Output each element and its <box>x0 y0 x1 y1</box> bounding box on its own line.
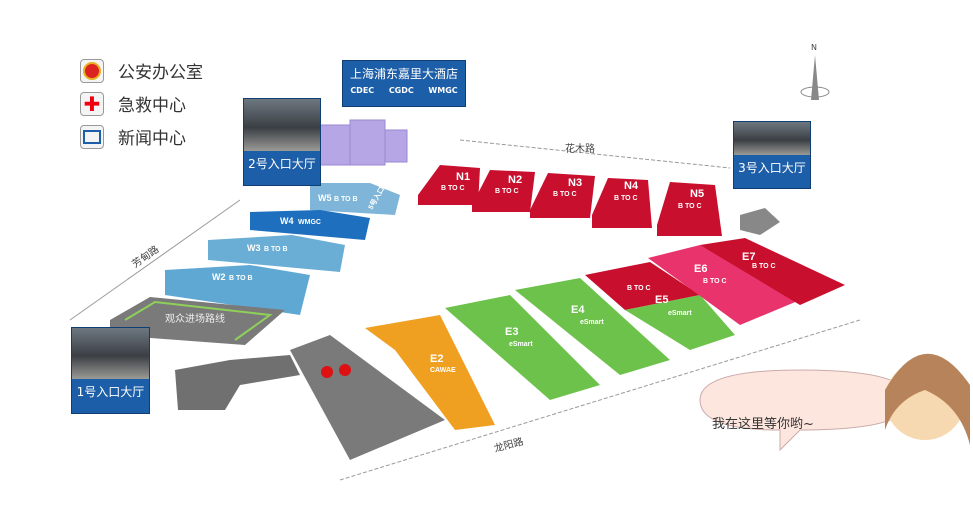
logo-cdec: CDEC <box>350 86 375 95</box>
hall-label: W3 <box>247 243 261 253</box>
compass-ring-icon <box>800 86 830 98</box>
entrance-1-callout: 1号入口大厅 <box>71 327 150 414</box>
road-line-west <box>69 199 241 321</box>
mascot-bubble-text: 我在这里等你哟~ <box>712 416 814 432</box>
hall-sub: B TO B <box>264 246 288 253</box>
mascot-hair <box>885 353 970 445</box>
hall-sub: CAWAE <box>430 367 456 374</box>
entrance-3-building <box>740 208 780 235</box>
monitor-icon <box>80 124 104 149</box>
entrance-photo <box>72 328 149 379</box>
road-label-south: 龙阳路 <box>492 435 524 455</box>
hall-e4 <box>515 278 670 375</box>
hall-sub: B TO C <box>614 195 638 202</box>
hall-e6 <box>648 245 800 325</box>
hall-w3 <box>208 235 345 272</box>
hall-e7 <box>700 238 845 305</box>
hall-w5 <box>310 183 400 215</box>
hotel-name: 上海浦东嘉里大酒店 <box>349 67 458 81</box>
hall-label: W5 <box>318 193 332 203</box>
hall-label: E7 <box>742 251 755 263</box>
road-line-south <box>339 319 861 481</box>
legend-label: 公安办公室 <box>118 63 203 83</box>
hall-label: E6 <box>694 263 707 275</box>
visitor-route-hall <box>110 297 285 345</box>
hall-label: W4 <box>280 216 294 226</box>
hall-sub: B TO C <box>703 278 727 285</box>
hall-sub: B TO C <box>752 263 776 270</box>
speech-bubble <box>699 369 911 452</box>
hall-sub: B TO C <box>495 188 519 195</box>
hall-w4 <box>250 210 370 240</box>
hall-e5-btoc <box>585 262 700 310</box>
visitor-route-line <box>124 300 273 341</box>
hall-label: E3 <box>505 326 518 338</box>
entrance-2-callout: 2号入口大厅 <box>243 98 321 186</box>
hall-sub: B TO B <box>334 196 358 203</box>
entrance-photo <box>244 99 320 151</box>
logo-wmgc: WMGC <box>428 86 458 95</box>
no-entry-icon <box>321 366 333 378</box>
compass-needle-icon <box>811 55 819 100</box>
hall-label: E5 <box>655 294 668 306</box>
hall-label: N3 <box>568 177 582 189</box>
hall-sub: eSmart <box>668 310 692 317</box>
hall-sub: eSmart <box>509 341 533 348</box>
police-badge-icon <box>80 58 104 83</box>
hall-label: N1 <box>456 171 470 183</box>
legend-police: 公安办公室 <box>80 58 203 83</box>
hall-label: E4 <box>571 304 585 316</box>
no-entry-icon <box>339 364 351 376</box>
hall-sub: B TO C <box>678 203 702 210</box>
hall-label: N2 <box>508 174 522 186</box>
entrance-photo <box>734 122 810 155</box>
hall-e5 <box>625 295 735 350</box>
hall-sub: B TO C <box>627 285 651 292</box>
hall-w2 <box>165 265 310 315</box>
entrance-label: 1号入口大厅 <box>76 385 145 399</box>
south-entrance-building <box>290 335 445 460</box>
entrance-1-building <box>175 355 300 410</box>
entrance-label: 2号入口大厅 <box>248 156 316 171</box>
logo-cgdc: CGDC <box>388 86 414 95</box>
hall-label: N4 <box>624 180 639 192</box>
hotel-building <box>319 119 408 166</box>
hall-label: E2 <box>430 353 443 365</box>
hall-sub: WMGC <box>298 219 321 226</box>
hall-e3 <box>445 295 600 400</box>
hotel-callout: 上海浦东嘉里大酒店 CDEC CGDC WMGC <box>342 60 466 107</box>
entrance-3-callout: 3号入口大厅 <box>733 121 811 189</box>
legend-first-aid: ✚ 急救中心 <box>80 91 186 116</box>
compass-north-label: N <box>811 43 817 52</box>
hall-label: N5 <box>690 188 704 200</box>
entrance-label: 3号入口大厅 <box>738 161 806 175</box>
hall-sub: B TO C <box>441 185 465 192</box>
hall-e2 <box>365 315 495 430</box>
hall-label: W2 <box>212 272 226 282</box>
hall-sub: B TO C <box>553 191 577 198</box>
route-label: 观众进场路线 <box>165 312 225 325</box>
legend-press: 新闻中心 <box>80 124 186 149</box>
road-label-north: 花木路 <box>565 142 595 155</box>
hall-sub: eSmart <box>580 319 604 326</box>
legend-label: 新闻中心 <box>118 129 186 149</box>
road-line-north <box>459 139 731 169</box>
legend-label: 急救中心 <box>118 96 186 116</box>
first-aid-cross-icon: ✚ <box>80 91 104 116</box>
hall-sub: B TO B <box>229 275 253 282</box>
north-halls <box>418 165 722 236</box>
